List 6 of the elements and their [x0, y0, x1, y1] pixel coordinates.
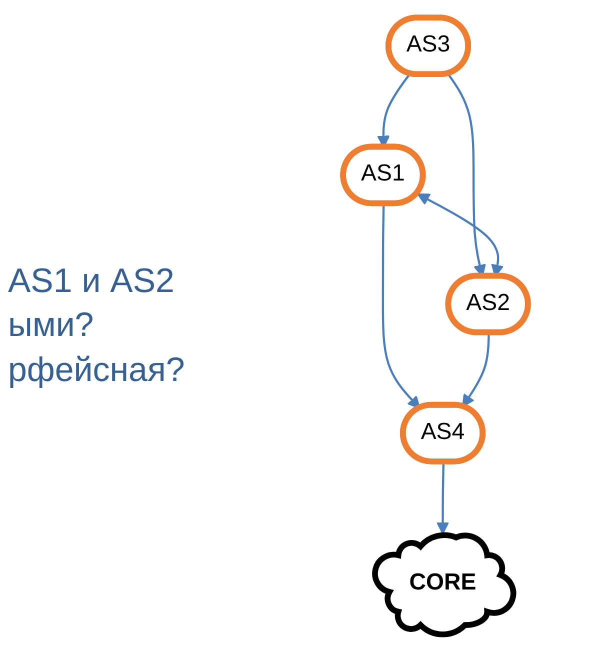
arrow	[462, 332, 490, 407]
arrow	[382, 203, 420, 408]
question-text: ыми?	[8, 305, 95, 346]
arrow	[436, 462, 450, 534]
question-text: рфейсная?	[8, 350, 186, 391]
question-text: AS1 и AS2	[8, 261, 176, 302]
